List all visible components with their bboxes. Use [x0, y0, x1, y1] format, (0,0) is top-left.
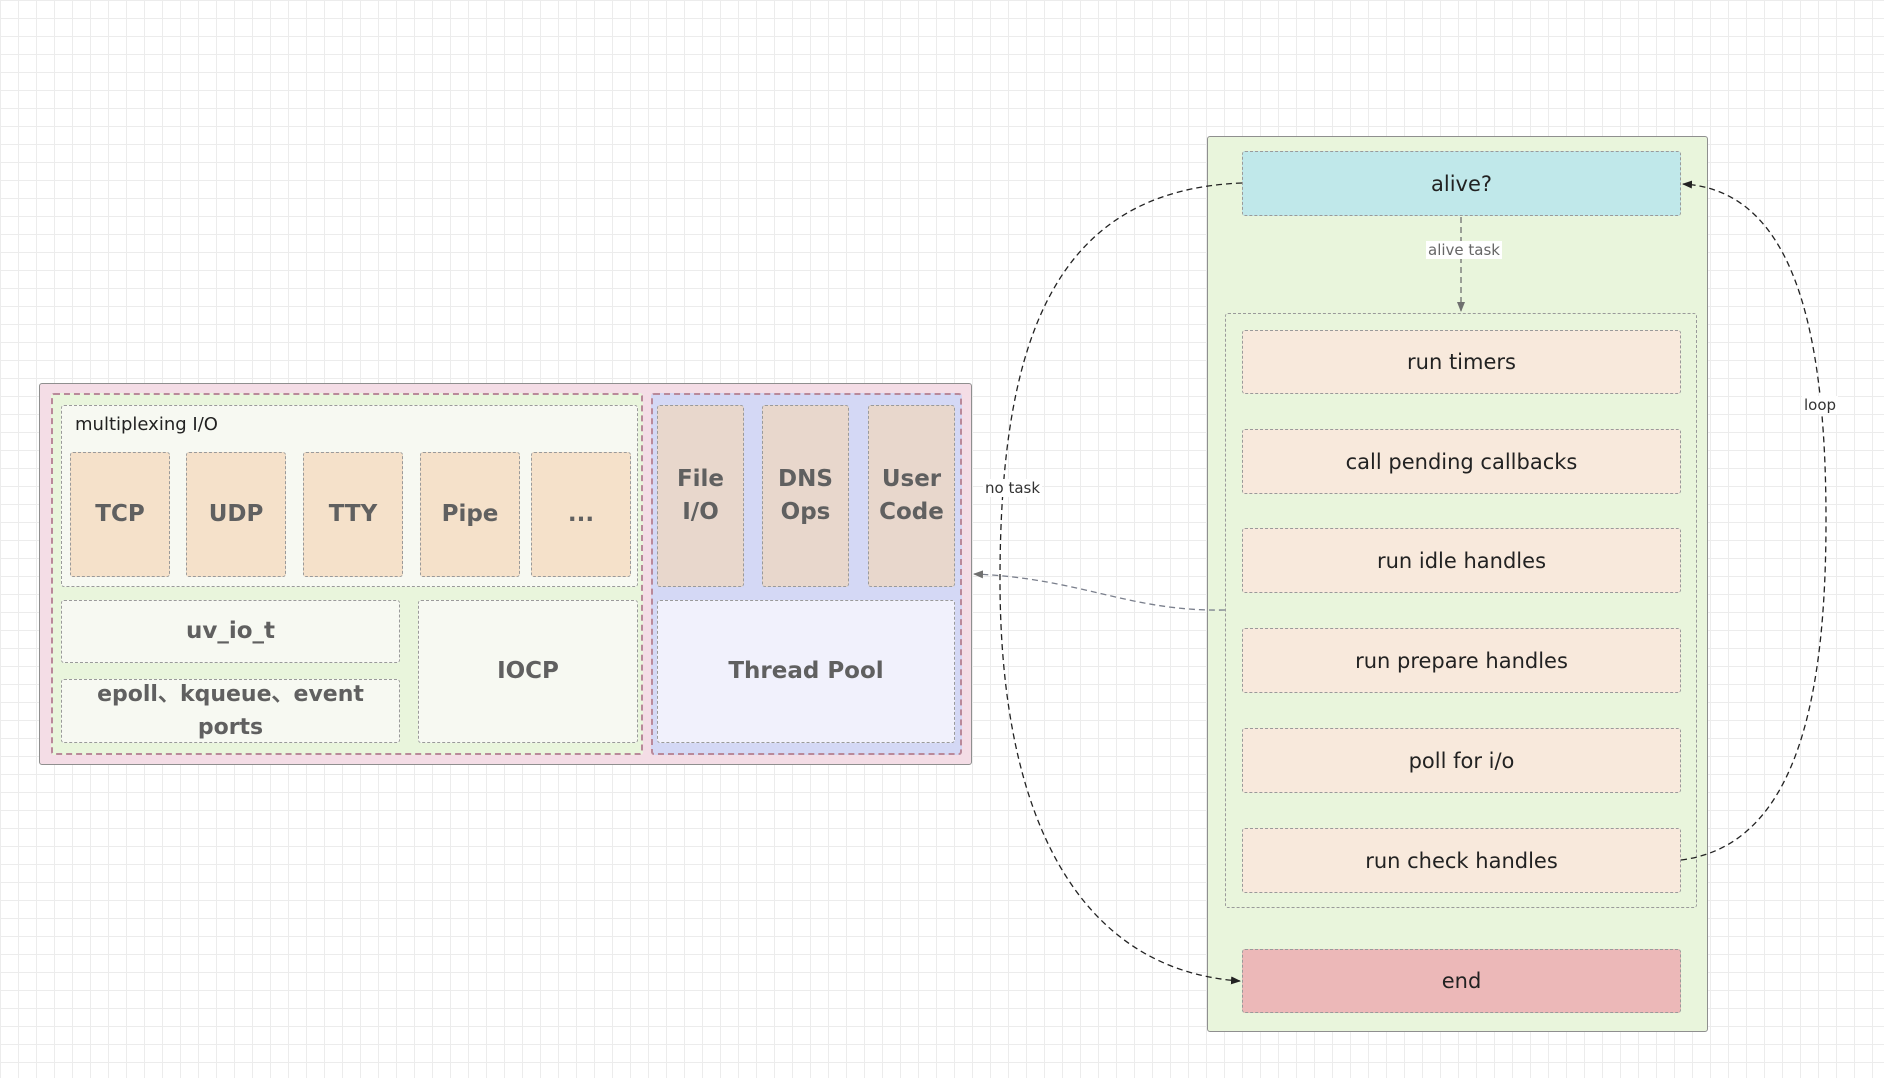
udp-box: UDP [186, 452, 286, 577]
step-call-pending-callbacks: call pending callbacks [1242, 429, 1681, 494]
step-poll-for-io: poll for i/o [1242, 728, 1681, 793]
loop-arrow [1680, 180, 1827, 861]
thread-pool-box: Thread Pool [657, 600, 955, 743]
loop-label: loop [1802, 396, 1839, 414]
step-run-timers: run timers [1242, 330, 1681, 394]
step-run-prepare-handles: run prepare handles [1242, 628, 1681, 693]
pipe-box: Pipe [420, 452, 520, 577]
loop-phases-group [1225, 313, 1697, 908]
phases-to-libuv-arrow [973, 570, 1226, 611]
step-run-idle-handles: run idle handles [1242, 528, 1681, 593]
epoll-box: epoll、kqueue、event ports [61, 679, 400, 743]
iocp-box: IOCP [418, 600, 638, 743]
tty-box: TTY [303, 452, 403, 577]
tcp-box: TCP [70, 452, 170, 577]
no-task-label: no task [983, 479, 1043, 497]
uv-io-t-box: uv_io_t [61, 600, 400, 663]
no-task-arrow [999, 182, 1243, 985]
end-box: end [1242, 949, 1681, 1013]
alive-check-box: alive? [1242, 151, 1681, 216]
alive-task-label: alive task [1426, 241, 1502, 259]
step-run-check-handles: run check handles [1242, 828, 1681, 893]
multiplexing-io-title: multiplexing I/O [75, 414, 218, 435]
more-io-box: ... [531, 452, 631, 577]
